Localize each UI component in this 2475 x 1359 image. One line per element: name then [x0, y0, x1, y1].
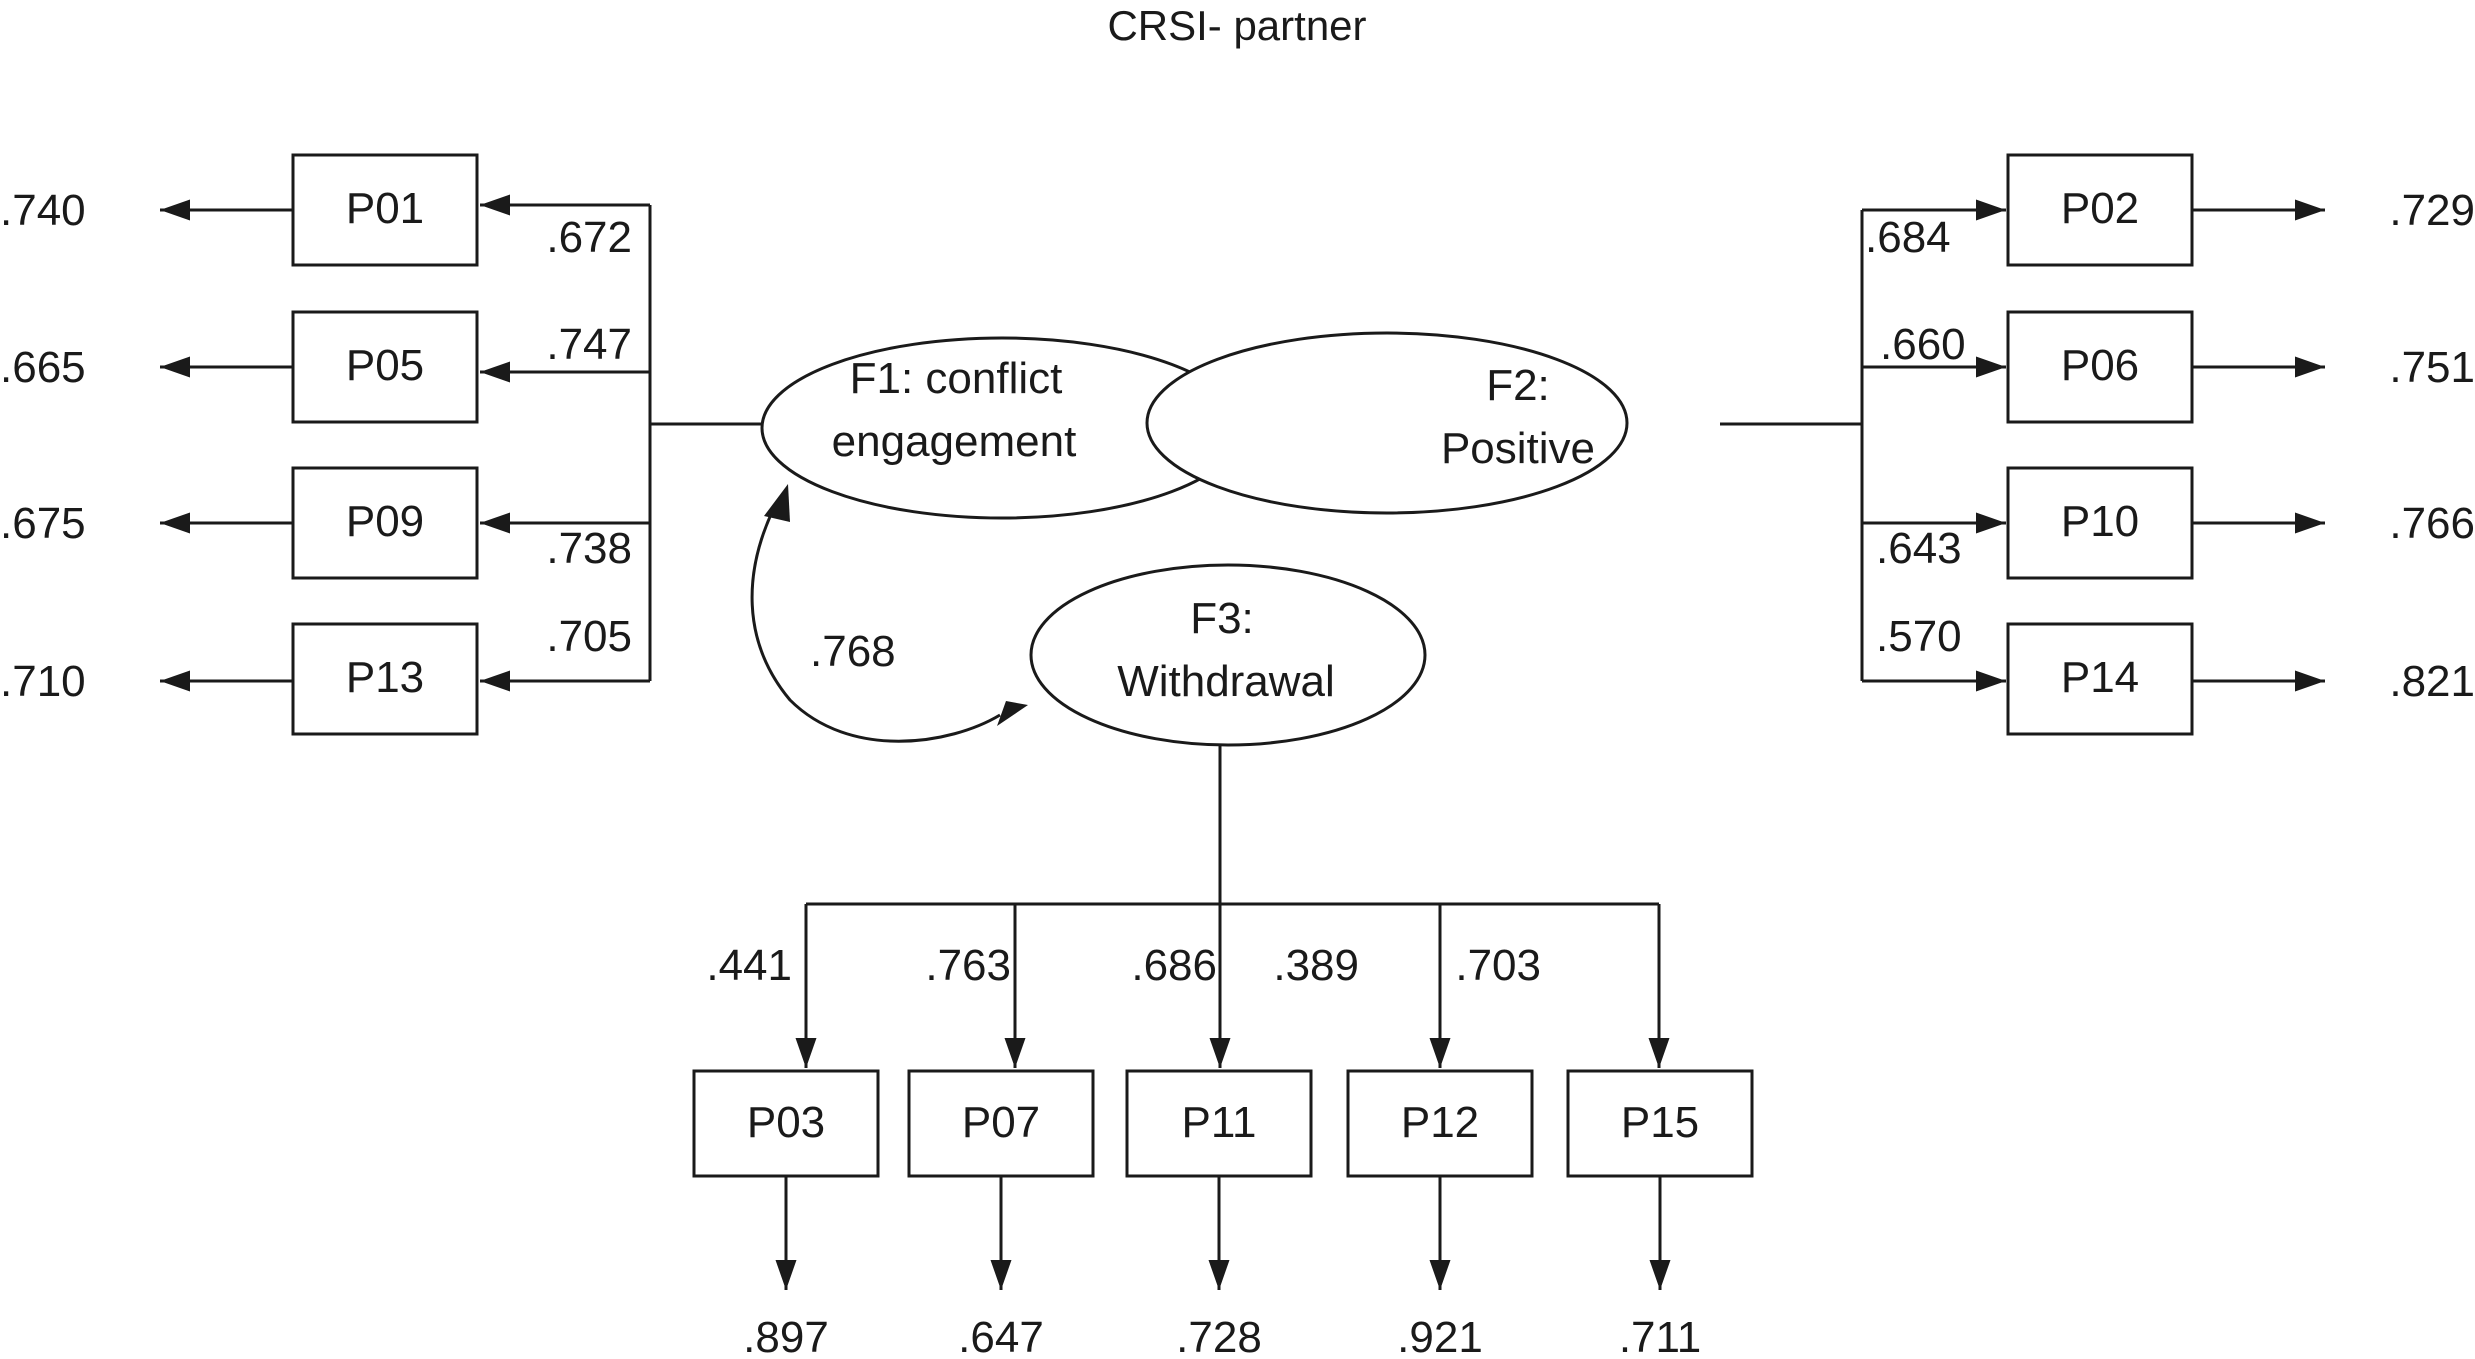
error-label-p07: .647	[958, 1313, 1044, 1359]
f3-group: F3: Withdrawal .441 P03 .897 .763 P07 .6…	[692, 563, 1754, 1359]
loading-label-p14: .570	[1876, 612, 1962, 661]
loading-label-p06: .660	[1880, 320, 1966, 369]
factor-ellipse-f2	[1145, 331, 1629, 515]
loading-label-p07: .763	[925, 941, 1011, 990]
error-label-p15: .711	[1619, 1313, 1701, 1359]
item-box-p14	[2006, 622, 2194, 736]
f1-group: P01 .672 .740 P05 .747 .665 P09 .738 .67…	[0, 153, 1244, 736]
item-label-p03: P03	[747, 1098, 825, 1147]
item-box-p15	[1566, 1069, 1754, 1178]
error-label-p13: .710	[0, 657, 86, 706]
factor-label-f1-line2: engagement	[832, 417, 1077, 466]
factor-label-f2-line1: F2:	[1486, 361, 1550, 410]
loading-label-p09: .738	[546, 524, 632, 573]
error-label-p03: .897	[743, 1313, 829, 1359]
item-label-p13: P13	[346, 653, 424, 702]
item-label-p01: P01	[346, 184, 424, 233]
loading-label-p12: .389	[1273, 941, 1359, 990]
correlation-f1-f3: .768	[750, 484, 1028, 743]
error-label-p12: .921	[1397, 1313, 1483, 1359]
factor-ellipse-f3	[1029, 563, 1427, 747]
loading-label-p01: .672	[546, 213, 632, 262]
item-label-p12: P12	[1401, 1098, 1479, 1147]
correlation-arrowhead-f3	[997, 701, 1028, 726]
loading-label-p11: .686	[1131, 941, 1217, 990]
item-label-p05: P05	[346, 341, 424, 390]
item-label-p14: P14	[2061, 653, 2139, 702]
loading-label-p13: .705	[546, 612, 632, 661]
loading-label-p02: .684	[1865, 213, 1951, 262]
item-label-p07: P07	[962, 1098, 1040, 1147]
f2-group: F2: Positive P02 .684 .729 P06 .660 .751…	[1145, 153, 2475, 736]
item-box-p02	[2006, 153, 2194, 267]
error-label-p14: .821	[2389, 657, 2475, 706]
loading-label-p10: .643	[1876, 524, 1962, 573]
item-box-p01	[291, 153, 479, 267]
item-box-p09	[291, 466, 479, 580]
correlation-arrowhead-f1	[764, 484, 790, 522]
factor-label-f1-line1: F1: conflict	[850, 354, 1063, 403]
item-box-p10	[2006, 466, 2194, 580]
item-box-p03	[692, 1069, 880, 1178]
correlation-curve	[750, 509, 1001, 743]
error-label-p02: .729	[2389, 186, 2475, 235]
loading-label-p15: .703	[1455, 941, 1541, 990]
item-label-p06: P06	[2061, 341, 2139, 390]
loading-label-p03: .441	[706, 941, 792, 990]
item-label-p09: P09	[346, 497, 424, 546]
error-label-p06: .751	[2389, 343, 2475, 392]
item-box-p13	[291, 622, 479, 736]
diagram-title: CRSI- partner	[1107, 2, 1366, 49]
error-label-p05: .665	[0, 343, 86, 392]
factor-label-f3-line1: F3:	[1190, 594, 1254, 643]
error-label-p09: .675	[0, 499, 86, 548]
error-label-p10: .766	[2389, 499, 2475, 548]
item-label-p11: P11	[1181, 1098, 1256, 1147]
factor-label-f3-line2: Withdrawal	[1117, 657, 1335, 706]
item-label-p02: P02	[2061, 184, 2139, 233]
error-label-p11: .728	[1176, 1313, 1262, 1359]
error-label-p01: .740	[0, 186, 86, 235]
item-label-p15: P15	[1621, 1098, 1699, 1147]
correlation-label: .768	[810, 627, 896, 676]
loading-label-p05: .747	[546, 320, 632, 369]
factor-label-f2-line2: Positive	[1441, 424, 1595, 473]
item-label-p10: P10	[2061, 497, 2139, 546]
